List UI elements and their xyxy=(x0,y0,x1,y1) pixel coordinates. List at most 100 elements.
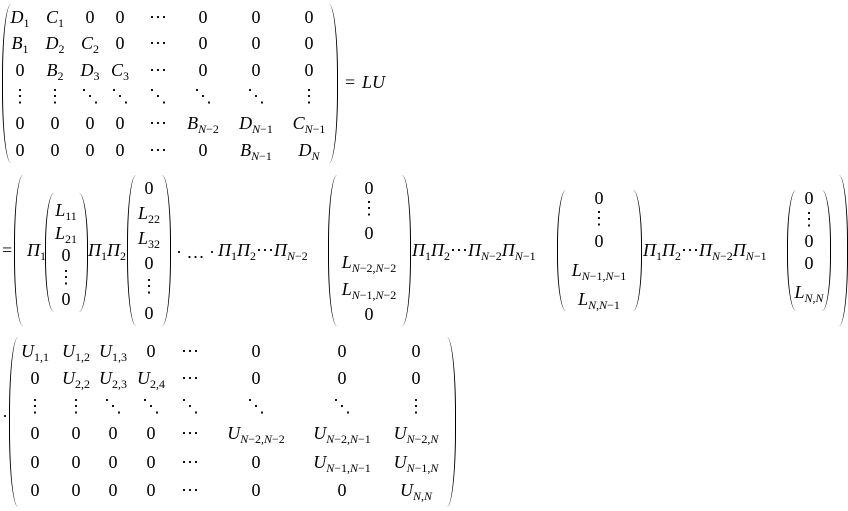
upper-matrix-entry: 0 xyxy=(30,480,40,500)
l-column-3-entry: 0 xyxy=(364,304,374,324)
tridiagonal-matrix-entry: 0 xyxy=(85,140,95,160)
tridiagonal-matrix-entry: 0 xyxy=(251,7,261,27)
upper-matrix-entry: ⋮ xyxy=(67,396,85,416)
permutation-factor-4: Π1Π2⋯ΠN−2ΠN−1 xyxy=(412,240,536,263)
l-column-2-entry: 0 xyxy=(144,303,154,323)
l-product-right-paren xyxy=(839,175,848,326)
upper-matrix-entry: 0 xyxy=(30,368,40,388)
upper-matrix-entry: 0 xyxy=(411,341,421,361)
upper-matrix-entry: UN,N xyxy=(399,480,433,503)
tridiagonal-matrix-entry: 0 xyxy=(198,7,208,27)
tridiagonal-matrix-entry: 0 xyxy=(50,113,60,133)
equals-sign: = xyxy=(2,240,13,260)
l-column-1-entry: ⋮ xyxy=(57,267,75,287)
upper-matrix-entry: ⋱ xyxy=(333,396,351,416)
tridiagonal-matrix-entry: D1 xyxy=(10,7,30,30)
upper-matrix-entry: ⋯ xyxy=(181,423,199,443)
l-column-4-entry: 0 xyxy=(594,231,604,251)
equals-sign: = xyxy=(345,72,356,92)
tridiagonal-matrix-entry: 0 xyxy=(251,33,261,53)
upper-matrix-entry: 0 xyxy=(146,423,156,443)
l-column-3-entry: 0 xyxy=(364,223,374,243)
upper-matrix-entry: 0 xyxy=(337,480,347,500)
l-column-4-entry: LN−1,N−1 xyxy=(571,260,627,283)
tridiagonal-matrix-entry: ⋱ xyxy=(149,86,167,106)
l-column-1-entry: L21 xyxy=(54,223,78,246)
l-column-2-entry: L32 xyxy=(137,228,161,251)
upper-matrix-entry: 0 xyxy=(251,341,261,361)
upper-matrix-entry: ⋮ xyxy=(407,396,425,416)
tridiagonal-matrix-entry: ⋮ xyxy=(46,86,64,106)
l-column-4-entry: 0 xyxy=(594,188,604,208)
permutation-factor-2: Π1Π2 xyxy=(88,240,126,263)
tridiagonal-matrix-entry: ⋯ xyxy=(149,7,167,27)
upper-matrix-entry: U2,4 xyxy=(137,368,165,391)
tridiagonal-matrix-left-paren xyxy=(2,4,11,163)
tridiagonal-matrix-entry: 0 xyxy=(115,113,125,133)
upper-matrix-entry: 0 xyxy=(337,368,347,388)
l-column-5-entry: 0 xyxy=(804,188,814,208)
tridiagonal-matrix-right-paren xyxy=(329,4,338,163)
tridiagonal-matrix-entry: 0 xyxy=(15,113,25,133)
upper-matrix-entry: ⋯ xyxy=(181,368,199,388)
upper-matrix-entry: 0 xyxy=(251,452,261,472)
tridiagonal-matrix-entry: 0 xyxy=(198,60,208,80)
upper-matrix-entry: ⋱ xyxy=(181,396,199,416)
upper-matrix-entry: 0 xyxy=(146,341,156,361)
l-column-4-entry: ⋮ xyxy=(590,208,608,228)
upper-matrix-entry: 0 xyxy=(251,368,261,388)
upper-matrix-entry: 0 xyxy=(411,368,421,388)
l-column-1-left-paren xyxy=(45,193,54,312)
l-column-1-entry: 0 xyxy=(61,245,71,265)
tridiagonal-matrix-entry: 0 xyxy=(50,140,60,160)
tridiagonal-matrix-entry: 0 xyxy=(85,113,95,133)
l-column-3-right-paren xyxy=(402,175,411,326)
upper-matrix-entry: 0 xyxy=(71,423,81,443)
l-column-3-left-paren xyxy=(328,175,337,326)
upper-matrix-entry: UN−1,N−1 xyxy=(313,452,371,475)
l-column-5-left-paren xyxy=(787,190,796,311)
l-column-5-entry: ⋮ xyxy=(800,209,818,229)
tridiagonal-matrix-entry: 0 xyxy=(15,60,25,80)
upper-matrix-entry: 0 xyxy=(30,452,40,472)
tridiagonal-matrix-entry: C1 xyxy=(45,7,65,30)
tridiagonal-matrix-entry: 0 xyxy=(304,33,314,53)
upper-matrix-entry: 0 xyxy=(108,423,118,443)
upper-matrix-entry: U2,2 xyxy=(62,368,90,391)
l-column-3-entry: ⋮ xyxy=(360,198,378,218)
upper-matrix-entry: U1,1 xyxy=(21,341,49,364)
tridiagonal-matrix-entry: 0 xyxy=(198,140,208,160)
tridiagonal-matrix-entry: CN−1 xyxy=(292,113,326,136)
upper-matrix-entry: ⋮ xyxy=(26,396,44,416)
tridiagonal-matrix-entry: 0 xyxy=(115,140,125,160)
tridiagonal-matrix-entry: C2 xyxy=(80,33,100,56)
upper-matrix-entry: ⋱ xyxy=(104,396,122,416)
tridiagonal-matrix-entry: DN xyxy=(298,140,320,163)
l-column-3-entry: 0 xyxy=(364,178,374,198)
tridiagonal-matrix-entry: 0 xyxy=(304,7,314,27)
l-column-2-entry: L22 xyxy=(137,203,161,226)
tridiagonal-matrix-entry: 0 xyxy=(15,140,25,160)
l-product-left-paren xyxy=(14,175,23,326)
tridiagonal-matrix-entry: ⋮ xyxy=(300,86,318,106)
tridiagonal-matrix-entry: ⋱ xyxy=(111,86,129,106)
ellipsis: · … · xyxy=(176,242,215,262)
upper-matrix-entry: UN−2,N−2 xyxy=(227,423,285,446)
l-column-5-entry: 0 xyxy=(804,253,814,273)
tridiagonal-matrix-entry: C3 xyxy=(110,60,130,83)
tridiagonal-matrix-entry: 0 xyxy=(251,60,261,80)
upper-matrix-entry: ⋱ xyxy=(247,396,265,416)
upper-matrix-entry: ⋱ xyxy=(142,396,160,416)
lu-product: LU xyxy=(362,72,386,92)
upper-matrix-left-paren xyxy=(9,337,18,507)
tridiagonal-matrix-entry: B2 xyxy=(46,60,64,83)
upper-matrix-entry: U1,2 xyxy=(62,341,90,364)
tridiagonal-matrix-entry: DN−1 xyxy=(239,113,273,136)
l-column-3-entry: LN−1,N−2 xyxy=(341,279,397,302)
l-column-4-entry: LN,N−1 xyxy=(578,289,620,312)
permutation-factor-3: Π1Π2⋯ΠN−2 xyxy=(218,240,308,263)
l-column-1-entry: 0 xyxy=(61,289,71,309)
tridiagonal-matrix-entry: ⋯ xyxy=(149,33,167,53)
upper-matrix-entry: ⋯ xyxy=(181,452,199,472)
upper-matrix-right-paren xyxy=(447,337,456,507)
